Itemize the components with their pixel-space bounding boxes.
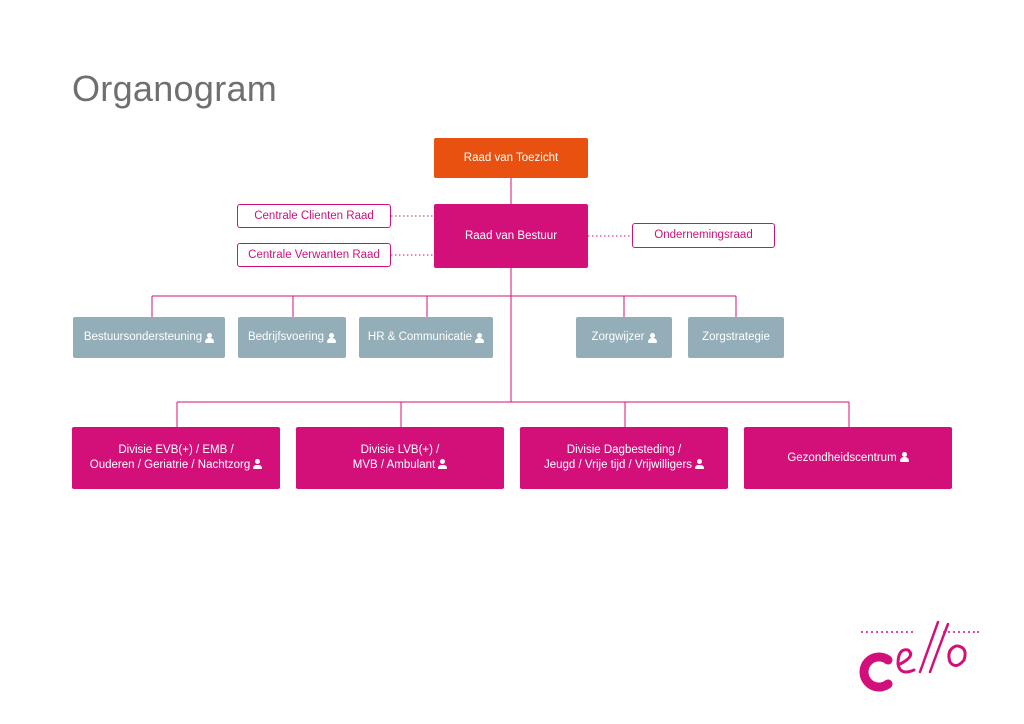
person-icon [475,332,485,343]
raad-van-bestuur-label: Raad van Bestuur [464,229,558,242]
staff-box-zorgwijzer: Zorgwijzer [576,317,672,358]
staff-label: Bestuursondersteuning [83,331,203,344]
centrale-clienten-raad-box: Centrale Clienten Raad [237,204,391,228]
person-icon [438,459,448,469]
division-line1: Gezondheidscentrum [787,451,897,464]
division-line1: Divisie LVB(+) / [360,444,440,457]
person-icon [253,459,263,469]
staff-box-bestuursondersteuning: Bestuursondersteuning [73,317,225,358]
division-line2: MVB / Ambulant [352,459,436,471]
person-icon [647,332,657,343]
raad-van-toezicht-label: Raad van Toezicht [463,151,559,164]
centrale-verwanten-raad-label: Centrale Verwanten Raad [248,248,380,261]
division-box-gezondheidscentrum: Gezondheidscentrum [744,427,952,489]
staff-label: Bedrijfsvoering [247,331,325,344]
cello-logo [859,620,979,692]
staff-box-hr-communicatie: HR & Communicatie [359,317,493,358]
person-icon [899,451,909,462]
centrale-verwanten-raad-box: Centrale Verwanten Raad [237,243,391,267]
page-title: Organogram [72,68,278,109]
person-icon [695,459,705,469]
raad-van-toezicht-box: Raad van Toezicht [434,138,588,178]
division-line2: Ouderen / Geriatrie / Nachtzorg [89,459,251,471]
division-line1: Divisie Dagbesteding / [566,444,682,457]
ondernemingsraad-label: Ondernemingsraad [654,229,753,242]
division-line2: Jeugd / Vrije tijd / Vrijwilligers [543,459,693,471]
staff-label: Zorgwijzer [591,331,645,344]
centrale-clienten-raad-label: Centrale Clienten Raad [254,209,374,222]
division-line1: Divisie EVB(+) / EMB / [118,444,234,457]
staff-label: Zorgstrategie [702,331,770,344]
staff-label: HR & Communicatie [367,331,473,344]
person-icon [327,332,337,343]
raad-van-bestuur-box: Raad van Bestuur [434,204,588,268]
staff-box-bedrijfsvoering: Bedrijfsvoering [238,317,346,358]
staff-box-zorgstrategie: Zorgstrategie [688,317,784,358]
person-icon [205,332,215,343]
ondernemingsraad-box: Ondernemingsraad [632,223,775,248]
division-box-evb: Divisie EVB(+) / EMB / Ouderen / Geriatr… [72,427,280,489]
division-box-lvb: Divisie LVB(+) / MVB / Ambulant [296,427,504,489]
division-box-dagbesteding: Divisie Dagbesteding / Jeugd / Vrije tij… [520,427,728,489]
